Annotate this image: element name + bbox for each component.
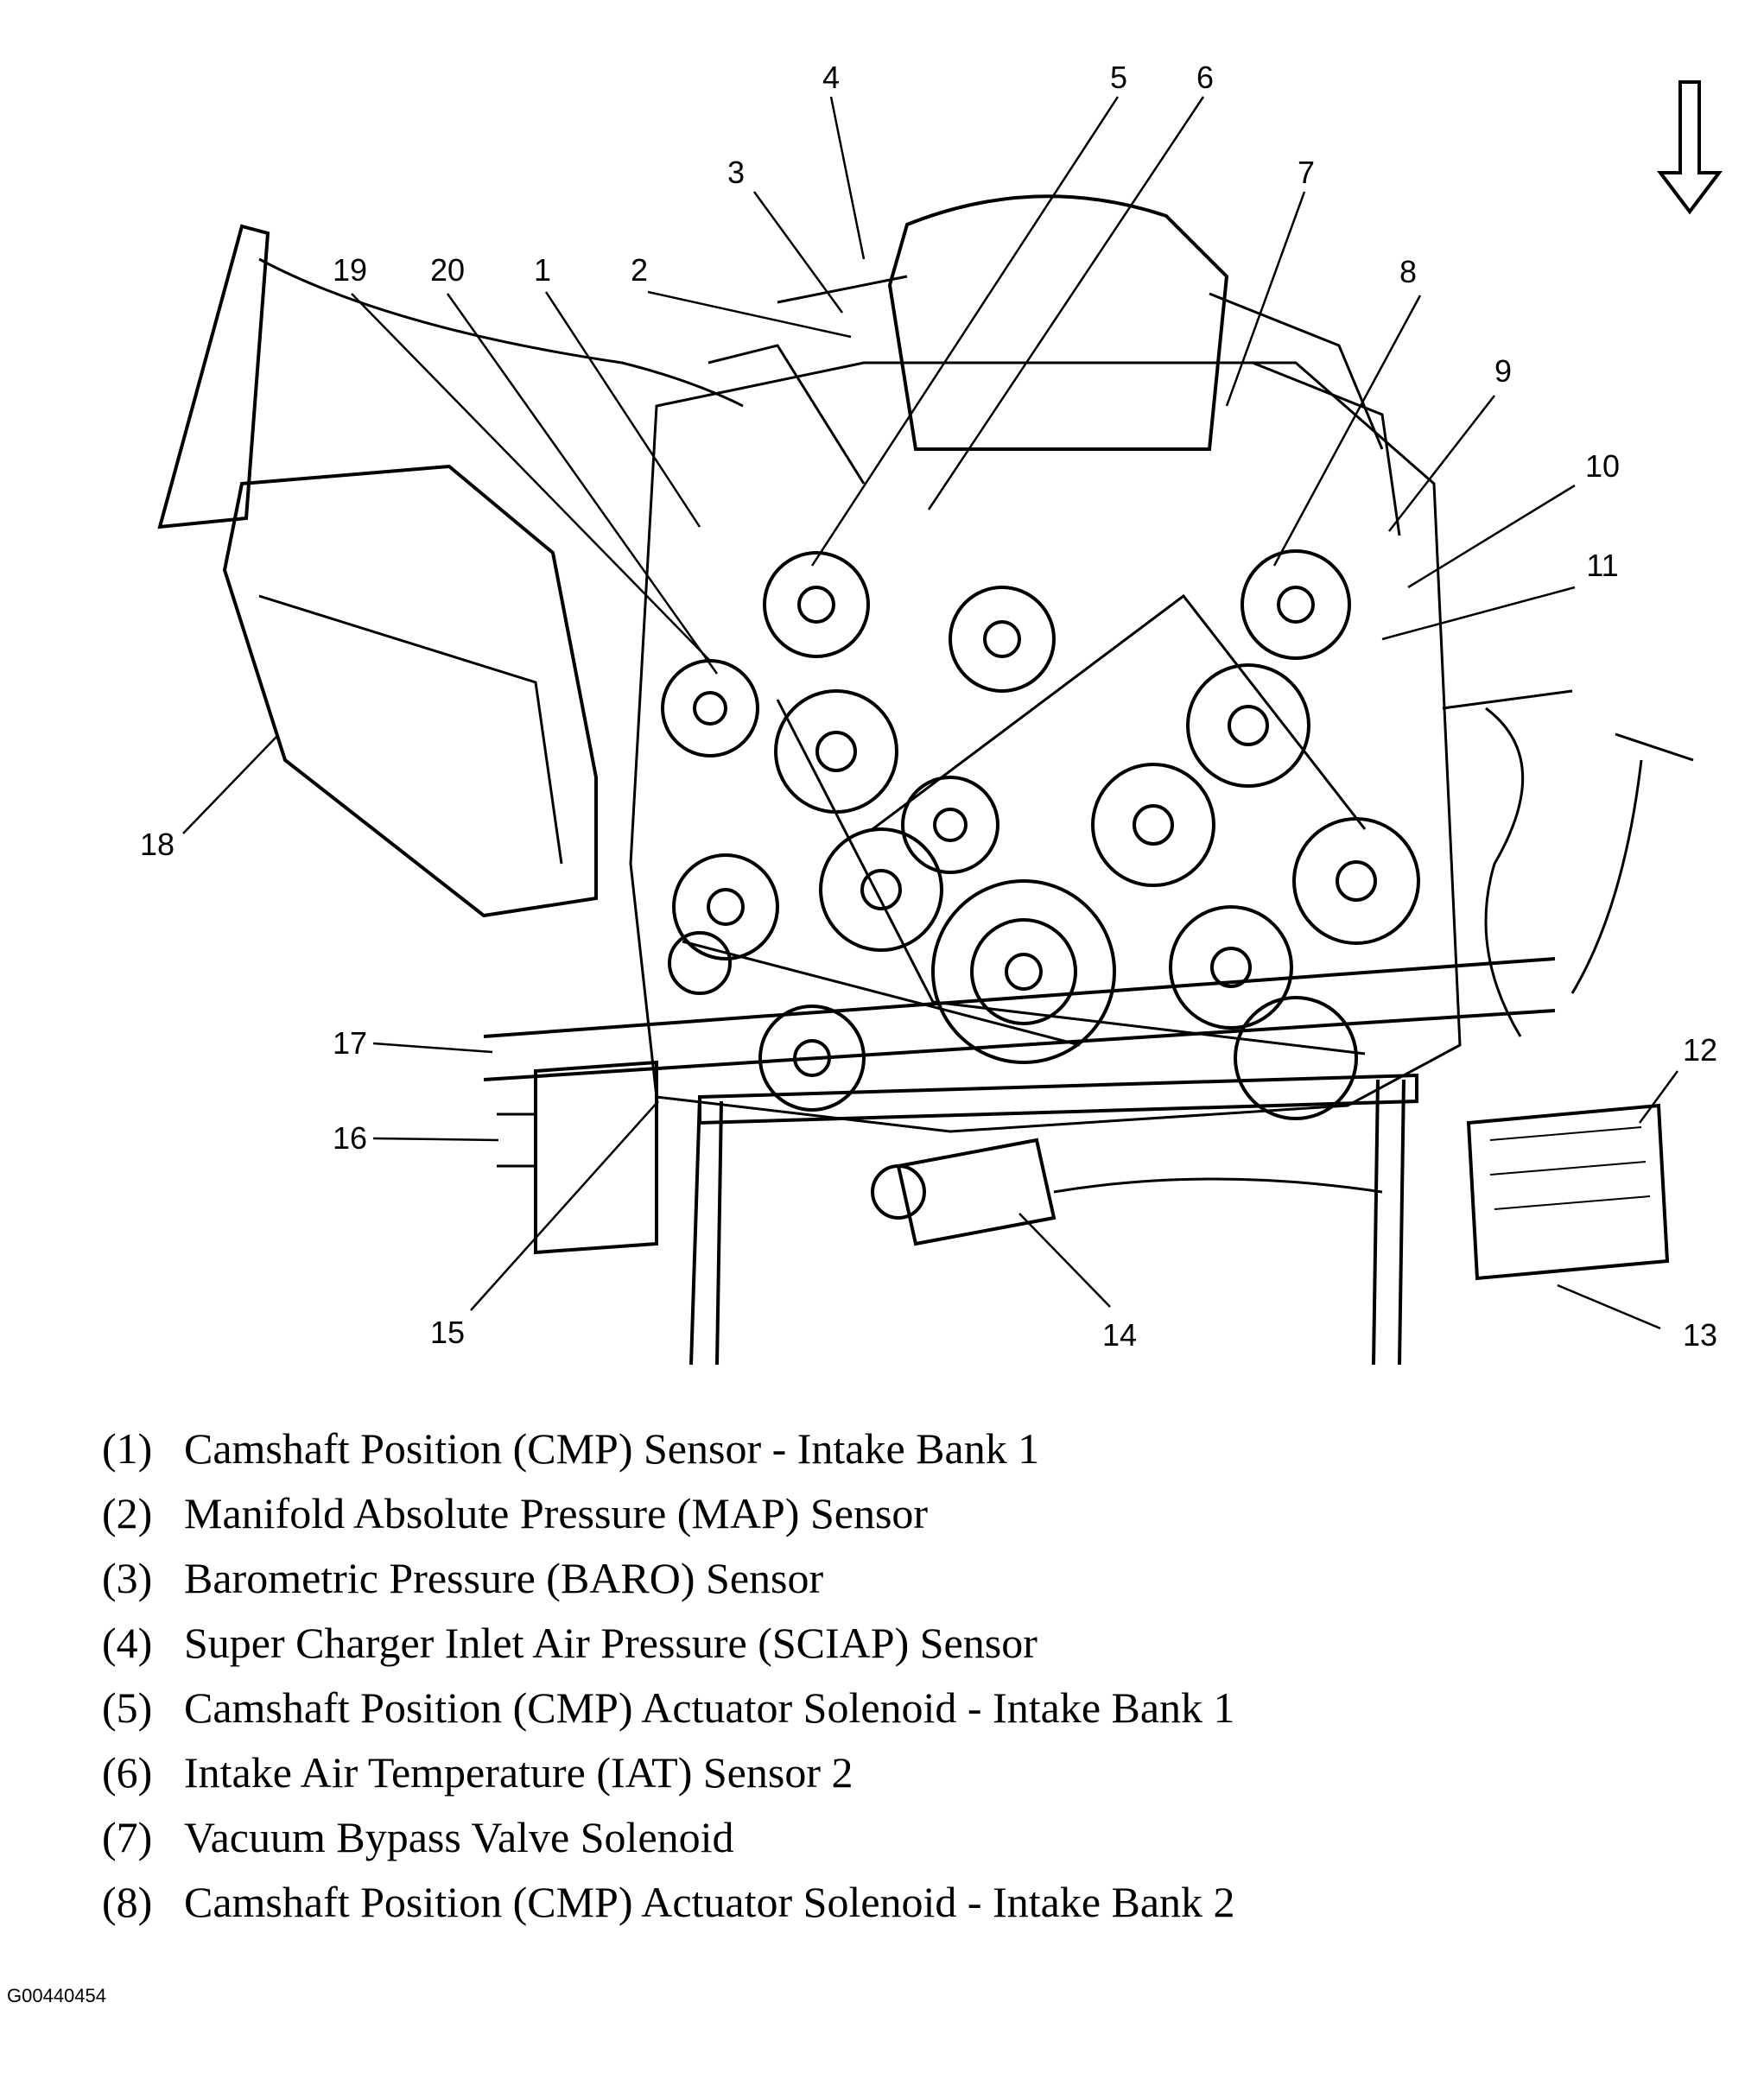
legend-text: Vacuum Bypass Valve Solenoid — [184, 1813, 734, 1861]
legend-text: Camshaft Position (CMP) Actuator Solenoi… — [184, 1878, 1235, 1926]
callout-6: 6 — [1196, 60, 1214, 95]
legend-item: (6) Intake Air Temperature (IAT) Sensor 2 — [102, 1740, 1726, 1805]
legend-number: (3) — [102, 1554, 153, 1602]
legend-number: (8) — [102, 1878, 153, 1926]
supercharger — [887, 194, 1229, 451]
callout-16: 16 — [333, 1120, 367, 1156]
control-module — [1466, 1103, 1670, 1281]
callout-12: 12 — [1683, 1032, 1717, 1068]
callout-15: 15 — [430, 1315, 465, 1350]
callout-18: 18 — [140, 827, 174, 862]
legend-text: Manifold Absolute Pressure (MAP) Sensor — [184, 1489, 929, 1537]
callout-14: 14 — [1102, 1317, 1137, 1353]
relay-box — [222, 464, 598, 918]
callout-3: 3 — [727, 155, 745, 190]
callout-labels: 1 2 3 4 5 6 7 8 9 10 11 12 13 14 15 16 1… — [140, 60, 1717, 1353]
legend-item: (4) Super Charger Inlet Air Pressure (SCI… — [102, 1611, 1726, 1676]
legend-number: (7) — [102, 1813, 153, 1861]
legend-text: Super Charger Inlet Air Pressure (SCIAP)… — [184, 1619, 1037, 1667]
callout-4: 4 — [822, 60, 840, 95]
legend-text: Camshaft Position (CMP) Sensor - Intake … — [184, 1424, 1040, 1473]
legend-number: (5) — [102, 1683, 153, 1732]
engine-component-diagram: 1 2 3 4 5 6 7 8 9 10 11 12 13 14 15 16 1… — [140, 60, 1723, 1366]
callout-8: 8 — [1399, 254, 1417, 289]
callout-13: 13 — [1683, 1317, 1717, 1353]
drive-belt — [682, 593, 1367, 1055]
legend-number: (4) — [102, 1619, 153, 1667]
callout-19: 19 — [333, 252, 367, 288]
leader-lines — [182, 96, 1679, 1330]
legend-number: (6) — [102, 1748, 153, 1797]
callout-17: 17 — [333, 1025, 367, 1061]
component-legend: (1) Camshaft Position (CMP) Sensor - Inta… — [102, 1417, 1726, 1935]
left-module — [534, 1060, 658, 1255]
callout-5: 5 — [1110, 60, 1127, 95]
down-arrow-icon — [1656, 80, 1723, 215]
callout-2: 2 — [631, 252, 648, 288]
mounting-bracket — [157, 224, 270, 529]
legend-item: (8) Camshaft Position (CMP) Actuator Sole… — [102, 1870, 1726, 1935]
legend-item: (3) Barometric Pressure (BARO) Sensor — [102, 1546, 1726, 1611]
callout-10: 10 — [1585, 448, 1620, 484]
callout-9: 9 — [1494, 353, 1512, 389]
legend-text: Intake Air Temperature (IAT) Sensor 2 — [184, 1748, 853, 1797]
callout-7: 7 — [1298, 155, 1315, 190]
legend-item: (5) Camshaft Position (CMP) Actuator Sole… — [102, 1676, 1726, 1740]
callout-20: 20 — [430, 252, 465, 288]
legend-number: (2) — [102, 1489, 153, 1537]
legend-number: (1) — [102, 1424, 153, 1473]
legend-text: Camshaft Position (CMP) Actuator Solenoi… — [184, 1683, 1235, 1732]
legend-item: (2) Manifold Absolute Pressure (MAP) Sens… — [102, 1481, 1726, 1546]
engine-drawing — [157, 194, 1694, 1366]
legend-item: (7) Vacuum Bypass Valve Solenoid — [102, 1805, 1726, 1870]
crossmember — [483, 957, 1556, 1081]
callout-1: 1 — [534, 252, 551, 288]
figure-id: G00440454 — [7, 1985, 106, 2006]
callout-11: 11 — [1586, 548, 1618, 583]
legend-text: Barometric Pressure (BARO) Sensor — [184, 1554, 824, 1602]
solenoid — [896, 1138, 1056, 1246]
legend-item: (1) Camshaft Position (CMP) Sensor - Inta… — [102, 1417, 1726, 1481]
